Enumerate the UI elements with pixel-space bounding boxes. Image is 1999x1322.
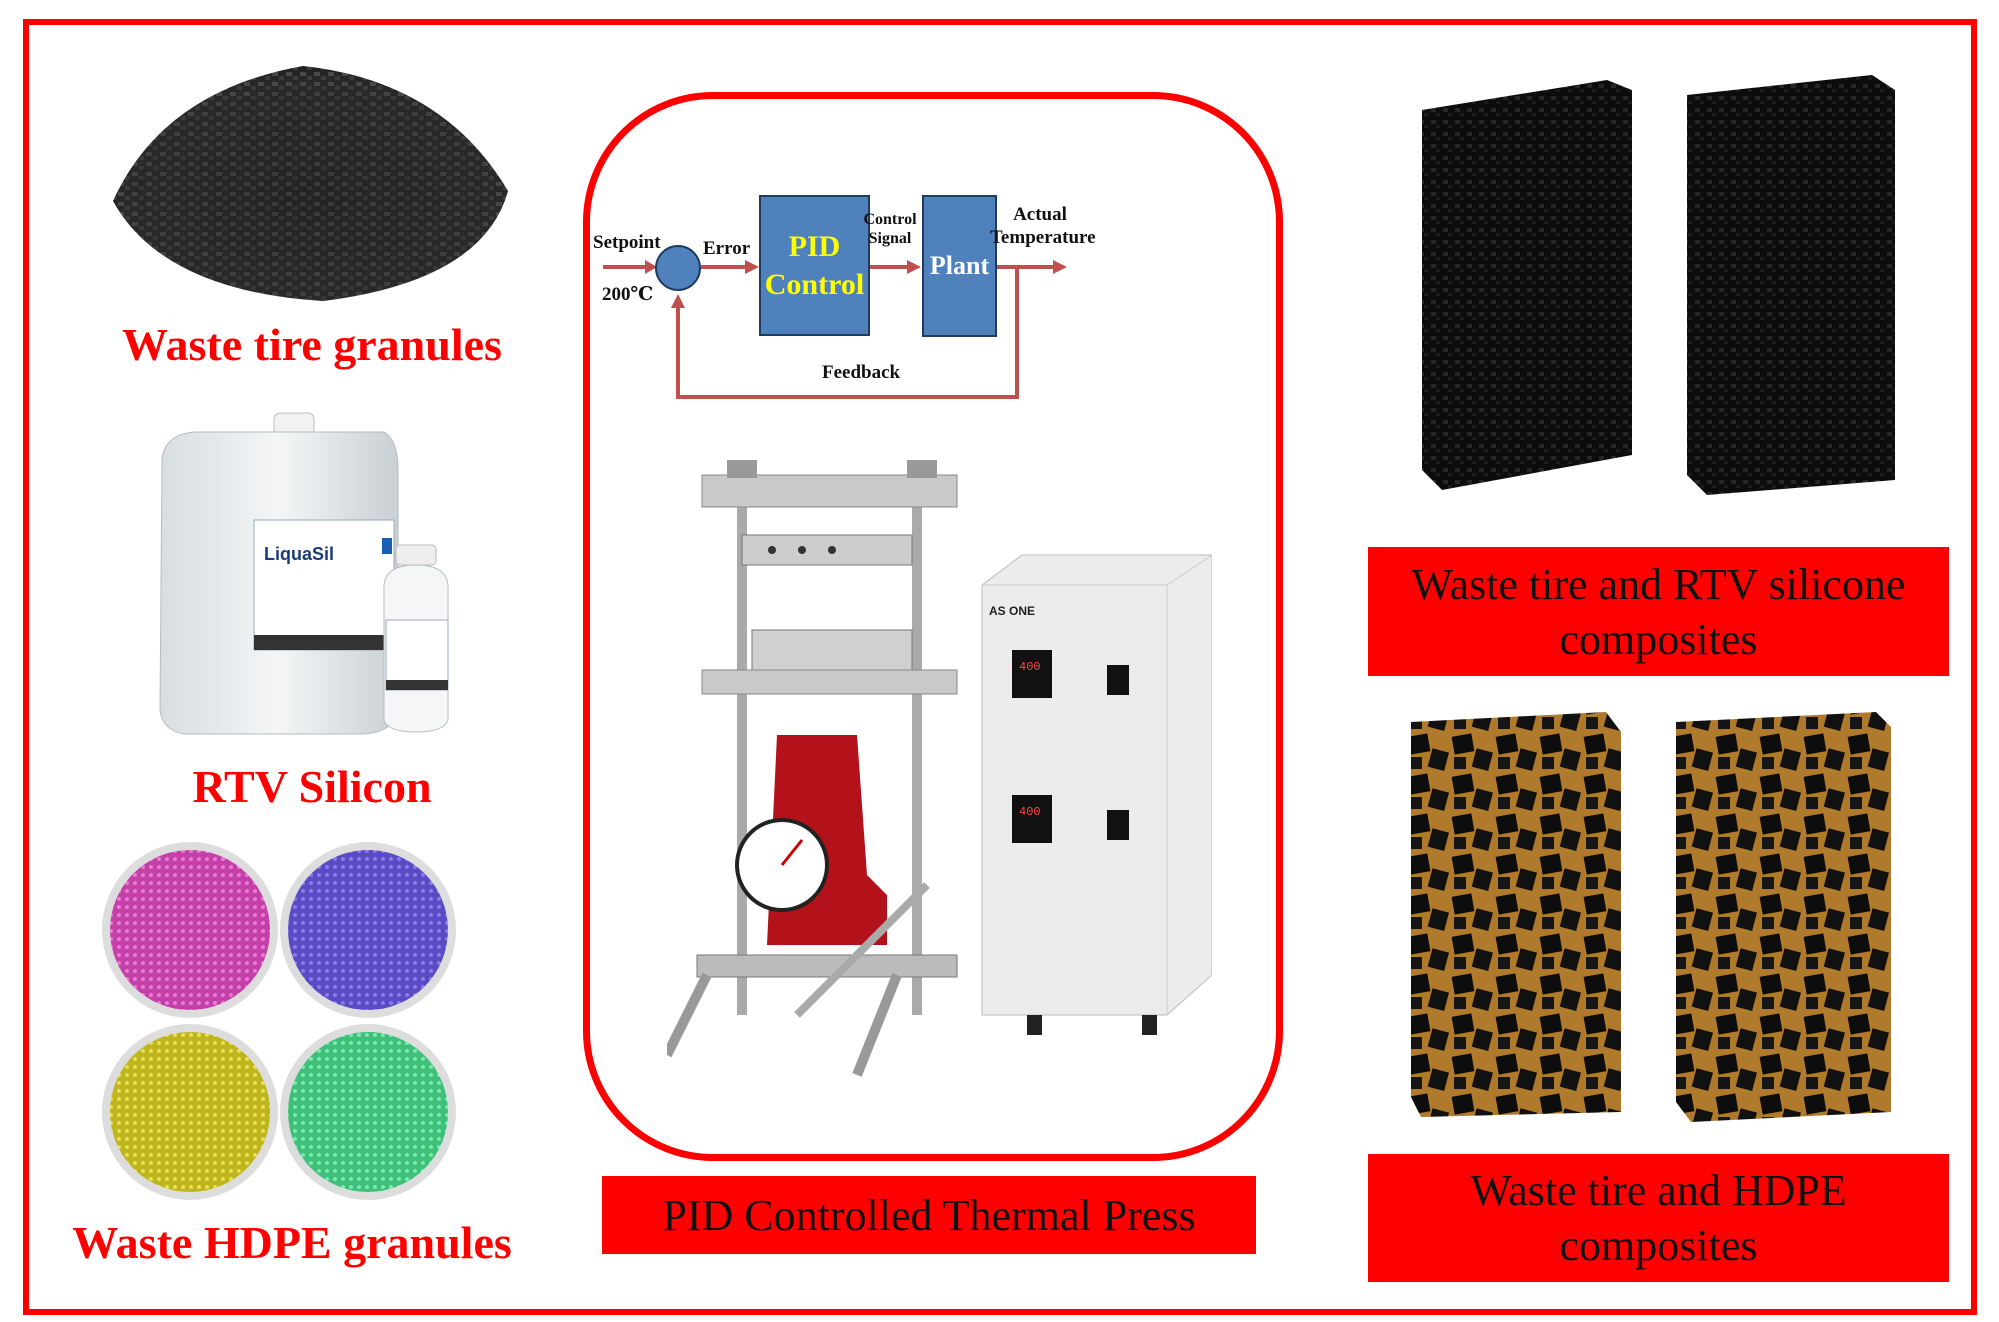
actual-line1: Actual (1013, 204, 1067, 225)
setpoint-label: Setpoint (593, 232, 661, 253)
feedback-label: Feedback (822, 362, 901, 383)
error-label: Error (703, 238, 751, 259)
hdpe-composites-line1: Waste tire and HDPE (1470, 1166, 1847, 1215)
hdpe-composite-blocks-image (1411, 712, 1891, 1122)
thermal-press-image: AS ONE 400 400 (667, 460, 1212, 1077)
thermal-press-panel (583, 92, 1283, 1161)
rtv-brand-text: LiquaSil (264, 544, 334, 564)
feedback-arrows (603, 245, 1067, 399)
tire-granules-image (113, 66, 508, 301)
actual-line2: Temperature (990, 226, 1096, 248)
svg-text:400: 400 (1019, 660, 1041, 674)
thermal-press-label: PID Controlled Thermal Press (602, 1176, 1256, 1254)
hdpe-granules-image (102, 842, 456, 1200)
rtv-silicone-bottles-image: LiquaSil (159, 412, 449, 735)
hdpe-composites-line2: composites (1559, 1221, 1758, 1270)
rtv-composites-line2: composites (1559, 614, 1758, 664)
hdpe-granules-label: Waste HDPE granules (72, 1217, 512, 1268)
rtv-composite-blocks-image (1422, 75, 1895, 495)
pid-line2: Control (764, 267, 865, 301)
rtv-silicon-label: RTV Silicon (192, 761, 432, 812)
press-brand-text: AS ONE (989, 604, 1035, 618)
tire-granules-label: Waste tire granules (122, 319, 502, 370)
summing-junction (655, 245, 701, 291)
setpoint-value: 200℃ (602, 284, 654, 305)
hdpe-composites-label: Waste tire and HDPE composites (1368, 1154, 1949, 1282)
pid-line1: PID (788, 230, 841, 263)
pid-control-block: PID Control (759, 195, 870, 336)
control-signal-line2: Signal (868, 230, 912, 248)
svg-text:400: 400 (1019, 805, 1041, 819)
control-signal-line1: Control (863, 211, 917, 228)
plant-block: Plant (922, 195, 997, 337)
outer-frame (23, 19, 1977, 1315)
rtv-composites-line1: Waste tire and RTV silicone (1411, 559, 1906, 609)
